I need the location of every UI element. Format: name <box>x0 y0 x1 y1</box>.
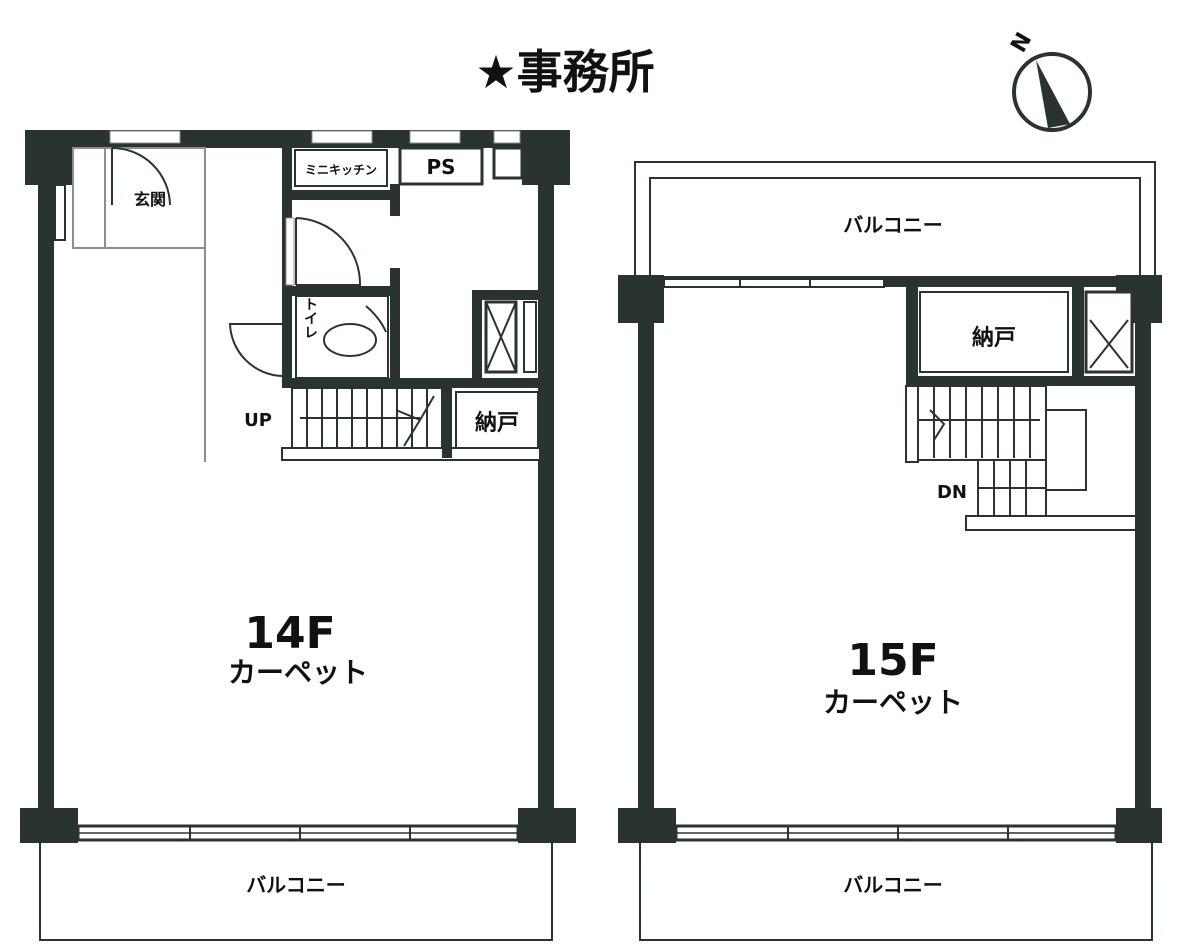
entrance-label: 玄関 <box>134 190 166 209</box>
floor-14-plan: バルコニー 玄関 ミニキッチン PS <box>20 130 576 941</box>
down-label: DN <box>937 482 967 503</box>
storage-15f-label: 納戸 <box>972 325 1016 351</box>
floor-15-label: 15F <box>847 635 938 686</box>
stairs-15f <box>905 385 1137 531</box>
compass-icon: N <box>1006 29 1092 132</box>
toilet-label: トイレ <box>302 297 318 339</box>
ps-label: PS <box>426 155 455 179</box>
floor-15-plan: バルコニー バルコニー 納戸 <box>618 161 1162 941</box>
stairs-14f <box>291 387 443 449</box>
balcony-15f-top-label: バルコニー <box>843 213 943 237</box>
storage-14f-label: 納戸 <box>475 410 519 436</box>
floor-15-finish: カーペット <box>823 686 963 719</box>
balcony-14f-label: バルコニー <box>246 873 346 897</box>
compass-north-label: N <box>1006 29 1037 57</box>
balcony-15f-bottom-label: バルコニー <box>843 873 943 897</box>
floor-14-finish: カーペット <box>228 656 368 689</box>
up-label: UP <box>244 410 272 431</box>
kitchen-label: ミニキッチン <box>305 163 377 177</box>
floor-14-label: 14F <box>244 608 335 659</box>
page-title: ★事務所 <box>475 45 654 99</box>
